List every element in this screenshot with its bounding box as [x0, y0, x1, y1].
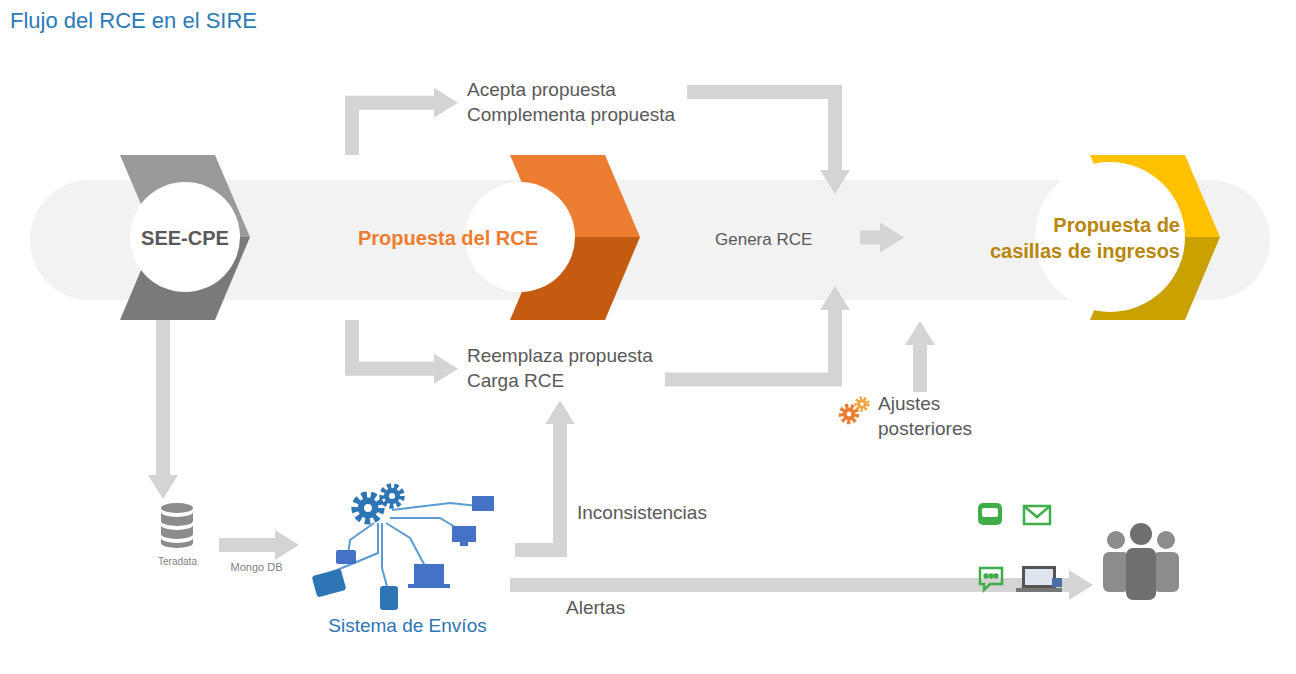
- mail-icon: [1024, 506, 1050, 524]
- node-text: Propuesta del RCE: [358, 225, 538, 251]
- flow-label: Alertas: [563, 597, 628, 619]
- flow-node: Ajustes posteriores: [835, 392, 1010, 452]
- flow-arrow: [156, 320, 170, 476]
- edge-label: Inconsistencias: [574, 502, 710, 524]
- flow-node: Teradata: [140, 500, 215, 568]
- node-text: Ajustes posteriores: [878, 392, 1008, 441]
- flow-node: Acepta propuestaComplementa propuesta: [463, 76, 679, 129]
- node-shape: [905, 155, 1220, 320]
- flow-node: Sistema de Envíos: [300, 478, 515, 643]
- flow-arrow: [219, 538, 276, 552]
- flow-node: Propuesta del RCE: [340, 155, 640, 320]
- node-text: Teradata: [158, 555, 197, 568]
- flow-node: SEE-CPE: [120, 155, 250, 320]
- people-icon: [1103, 523, 1179, 600]
- flow-arrow: [860, 231, 881, 245]
- node-text: Carga RCE: [467, 369, 564, 394]
- flow-arrow: [665, 309, 835, 379]
- flow-arrow: [913, 344, 927, 392]
- diagram-title: Flujo del RCE en el SIRE: [10, 8, 257, 34]
- sms-icon: [978, 503, 1002, 525]
- flow-arrow: [687, 92, 835, 171]
- flow-arrow: [352, 320, 435, 369]
- flow-node: Reemplaza propuestaCarga RCE: [463, 342, 657, 395]
- node-text: Reemplaza propuesta: [467, 344, 653, 369]
- node-text: Acepta propuesta: [467, 78, 616, 103]
- node-text: Complementa propuesta: [467, 103, 675, 128]
- node-text: SEE-CPE: [141, 225, 229, 251]
- flow-arrow: [352, 103, 435, 155]
- edge-label: Mongo DB: [228, 561, 286, 573]
- node-text: Genera RCE: [715, 229, 812, 251]
- node-text: Propuesta de casillas de ingresos: [982, 212, 1180, 264]
- flow-node: Genera RCE: [700, 195, 860, 285]
- laptop-icon: [1016, 566, 1062, 592]
- flow-node: Propuesta de casillas de ingresos: [905, 155, 1220, 320]
- node-text: Sistema de Envíos: [328, 614, 486, 639]
- flow-arrow: [515, 423, 560, 550]
- alert-arrow: [510, 578, 1070, 592]
- chat-icon: [980, 568, 1002, 590]
